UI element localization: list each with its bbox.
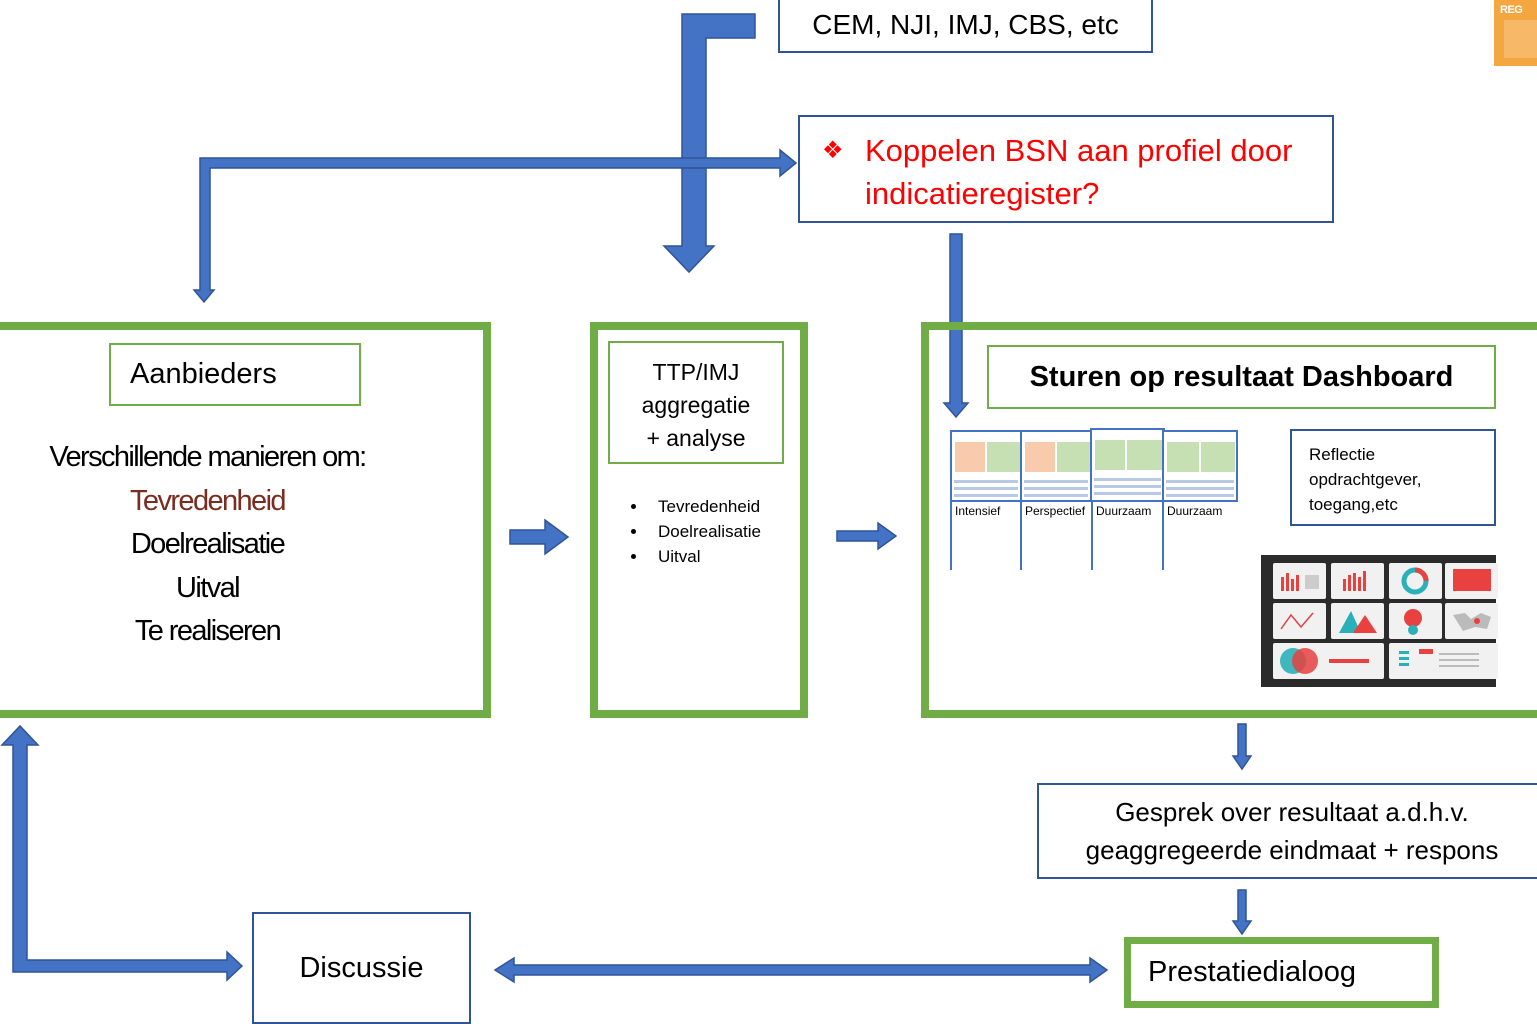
question-line-2: indicatieregister? xyxy=(865,176,1100,211)
aanbieders-item-te-realiseren: Te realiseren xyxy=(134,615,282,647)
arrow-sources-to-ttp xyxy=(662,13,756,274)
aanbieders-list: Verschillende manieren om: Tevredenheid … xyxy=(0,436,415,654)
gesprek-box: Gesprek over resultaat a.d.h.v. geaggreg… xyxy=(1037,783,1537,879)
dashboard-title-box: Sturen op resultaat Dashboard xyxy=(987,345,1496,409)
thumb-label-intensief: Intensief xyxy=(955,504,1001,518)
ttp-title-box: TTP/IMJ aggregatie + analyse xyxy=(608,341,784,464)
discussie-text: Discussie xyxy=(299,951,424,984)
arrow-dashboard-to-gesprek xyxy=(1231,723,1253,771)
aanbieders-item-tevredenheid: Tevredenheid xyxy=(130,484,287,517)
dashboard-panel xyxy=(921,322,1537,718)
ttp-title-line-3: + analyse xyxy=(646,425,746,451)
ttp-bullet-uitval: Uitval xyxy=(648,544,770,569)
report-thumbnail-4 xyxy=(1162,430,1238,502)
thumb-label-perspectief: Perspectief xyxy=(1025,504,1086,518)
reflectie-box: Reflectie opdrachtgever, toegang,etc xyxy=(1290,429,1496,526)
arrow-discussie-to-aanbieders xyxy=(0,724,244,982)
ttp-bullet-doelrealisatie: Doelrealisatie xyxy=(648,519,770,544)
aanbieders-title: Aanbieders xyxy=(130,358,277,390)
dashboard-example-image xyxy=(1261,555,1498,687)
sources-text: CEM, NJI, IMJ, CBS, etc xyxy=(812,8,1119,40)
report-thumbnail-3 xyxy=(1090,428,1165,502)
prestatiedialoog-text: Prestatiedialoog xyxy=(1148,956,1356,988)
gesprek-line-1: Gesprek over resultaat a.d.h.v. xyxy=(1115,797,1469,827)
dashboard-title: Sturen op resultaat Dashboard xyxy=(1029,360,1454,393)
diamond-bullet-icon: ❖ xyxy=(822,137,844,164)
aanbieders-item-uitval: Uitval xyxy=(176,571,241,604)
aanbieders-item-doelrealisatie: Doelrealisatie xyxy=(130,528,286,560)
arrow-gesprek-to-prestatiedialoog xyxy=(1231,889,1253,936)
reflectie-text: Reflectie opdrachtgever, toegang,etc xyxy=(1309,445,1422,514)
thumb-label-duurzaam-1: Duurzaam xyxy=(1096,504,1152,518)
report-thumbnail-1 xyxy=(950,430,1022,502)
arrow-ttp-to-dashboard xyxy=(836,521,898,551)
discussie-box: Discussie xyxy=(252,912,471,1024)
ttp-title-line-2: aggregatie xyxy=(641,392,751,418)
aanbieders-panel xyxy=(0,322,491,718)
aanbieders-intro: Verschillende manieren om: xyxy=(49,441,367,473)
ttp-bullets: Tevredenheid Doelrealisatie Uitval xyxy=(630,494,770,569)
gesprek-line-2: geaggregeerde eindmaat + respons xyxy=(1085,835,1499,865)
sources-box: CEM, NJI, IMJ, CBS, etc xyxy=(778,0,1153,53)
question-line-1: Koppelen BSN aan profiel door xyxy=(865,133,1293,168)
logo-text: REG xyxy=(1500,4,1523,16)
ttp-panel xyxy=(590,322,808,718)
question-box: ❖ Koppelen BSN aan profiel door indicati… xyxy=(798,115,1334,223)
arrow-discussie-prestatiedialoog xyxy=(493,956,1109,984)
arrow-aanbieders-to-ttp xyxy=(509,518,570,556)
prestatiedialoog-box: Prestatiedialoog xyxy=(1124,937,1439,1008)
report-thumbnail-2 xyxy=(1020,430,1092,502)
ttp-title-line-1: TTP/IMJ xyxy=(652,359,740,385)
thumb-label-duurzaam-2: Duurzaam xyxy=(1167,504,1223,518)
logo: REG xyxy=(1494,0,1537,66)
arrow-aanbieders-to-question xyxy=(192,148,798,304)
aanbieders-title-box: Aanbieders xyxy=(109,343,361,406)
ttp-bullet-tevredenheid: Tevredenheid xyxy=(648,494,770,519)
